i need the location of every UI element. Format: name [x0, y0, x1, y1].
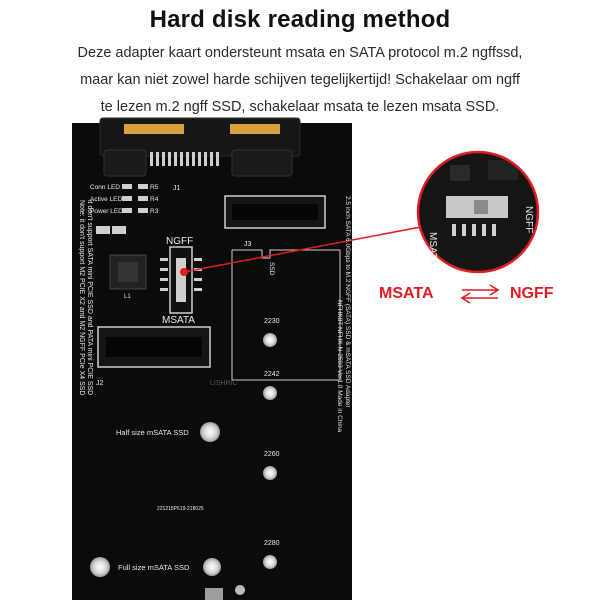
serial-label: 221215P619-218025: [157, 506, 204, 512]
zoom-ngff-label: NGFF: [523, 206, 534, 233]
note-line: it don't support SATA mini PCIE SSD and …: [86, 200, 93, 395]
description-line: maar kan niet zowel harde schijven tegel…: [80, 72, 520, 88]
description: Deze adapter kaart ondersteunt msata en …: [30, 40, 570, 121]
zoom-circle: [416, 150, 540, 274]
model-line: NFHK8T NFHK N-2593 Ver1.0 Made in China: [336, 300, 343, 432]
j1-label: J1: [173, 185, 181, 192]
l1-label: L1: [124, 294, 131, 300]
j2-label: J2: [96, 380, 104, 387]
led-label: Power LED: [90, 208, 123, 215]
switch-arrows-icon: [460, 284, 500, 304]
size-label: 2280: [264, 540, 280, 547]
resistor-label: R5: [150, 184, 159, 191]
model-line: 2.5 inch SATA 6.0Gbps to M.2 NGFF (SATA)…: [344, 196, 351, 409]
ngff-silk-label: NGFF: [166, 236, 193, 247]
j3-label: J3: [244, 241, 252, 248]
callout-line: [183, 225, 427, 273]
led-label: Conn LED: [90, 184, 120, 191]
ssd-arrow-label: SSD: [268, 262, 275, 276]
pcb-board: [72, 117, 352, 600]
page-title: Hard disk reading method: [149, 6, 451, 33]
full-size-label: Full size mSATA SSD: [118, 563, 190, 572]
size-label: 2242: [264, 371, 280, 378]
led-label: Active LED: [90, 196, 122, 203]
description-line: te lezen m.2 ngff SSD, schakelaar msata …: [100, 99, 500, 115]
msata-silk-label: MSATA: [162, 315, 195, 326]
ngff-label: NGFF: [510, 285, 554, 302]
msata-label: MSATA: [379, 285, 434, 302]
zoom-msata-label: MSATA: [427, 232, 438, 265]
resistor-label: R4: [150, 196, 159, 203]
resistor-label: R3: [150, 208, 159, 215]
half-size-label: Half size mSATA SSD: [116, 428, 189, 437]
description-line: Deze adapter kaart ondersteunt msata en …: [77, 45, 523, 61]
size-label: 2260: [264, 451, 280, 458]
note-line: Note: it don't support M2 PCIE X2 and M2…: [78, 200, 85, 395]
callout-dot: [180, 268, 188, 276]
size-label: 2230: [264, 318, 280, 325]
watermark: LISHRIC: [210, 380, 238, 387]
